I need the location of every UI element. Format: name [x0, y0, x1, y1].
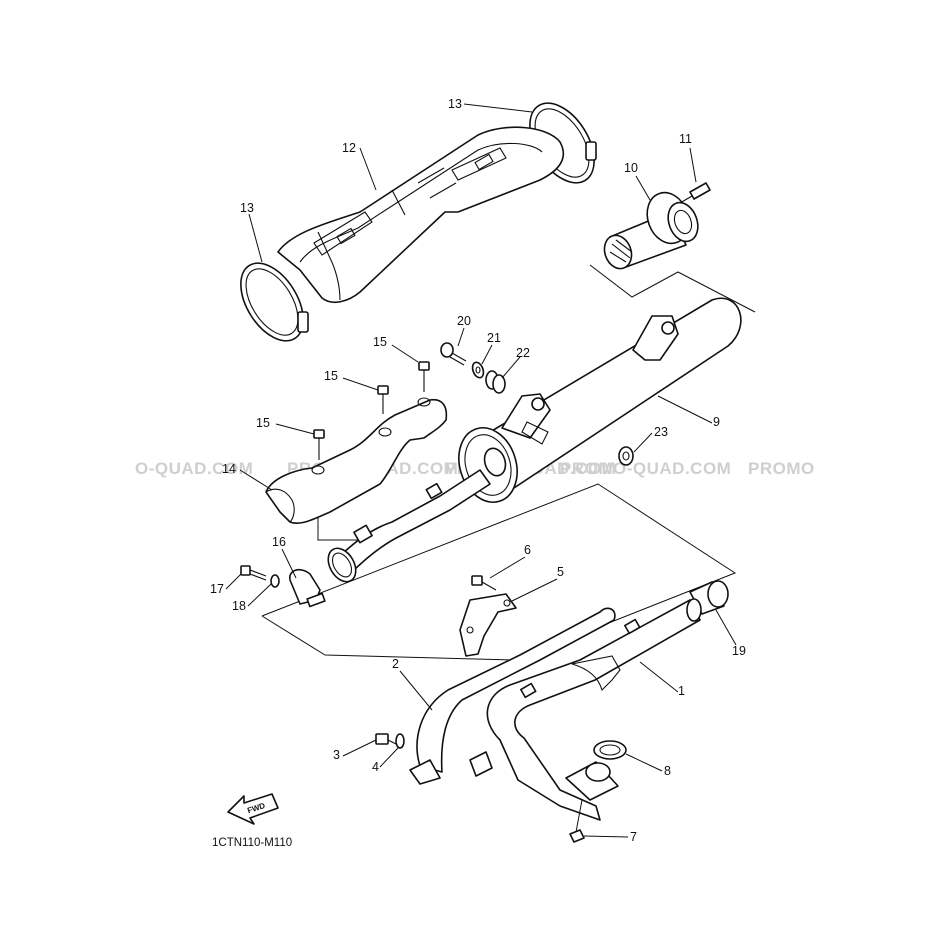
part-5-bracket: [459, 593, 517, 657]
callout-1: 1: [678, 684, 685, 698]
callout-12: 12: [342, 141, 356, 155]
part-15-bolt: [418, 361, 430, 392]
part-13-clamp-front: [240, 262, 309, 342]
part-11-bolt: [679, 182, 711, 204]
part-4-washer: [395, 733, 405, 749]
part-22-grommet: [485, 370, 506, 394]
callout-5: 5: [557, 565, 564, 579]
callout-15: 15: [373, 335, 387, 349]
watermark-text: PROMO-QUAD.COM: [560, 459, 731, 478]
leader-lines: [225, 103, 737, 838]
part-18-washer: [270, 574, 280, 588]
callout-9: 9: [713, 415, 720, 429]
callout-21: 21: [487, 331, 501, 345]
part-6-bolt: [471, 575, 497, 591]
part-12-heat-protector: [277, 126, 565, 304]
part-15-bolt: [377, 385, 389, 414]
part-14-cover: [265, 397, 448, 525]
diagram-code: 1CTN110-M110: [212, 837, 292, 849]
forward-arrow-icon: FWD: [227, 793, 279, 825]
part-15-bolt: [313, 429, 325, 460]
callout-11: 11: [679, 132, 692, 146]
callout-6: 6: [524, 543, 531, 557]
part-17-bolt: [240, 565, 267, 581]
callout-3: 3: [333, 748, 340, 762]
cover-frame: [317, 515, 370, 541]
callout-7: 7: [630, 830, 637, 844]
connector-pipe: [327, 469, 491, 583]
part-23-bolt: [618, 446, 634, 466]
callout-19: 19: [732, 644, 746, 658]
part-21-washer: [471, 361, 485, 379]
callout-14: 14: [222, 462, 236, 476]
part-7-nut: [569, 829, 585, 843]
callout-10: 10: [624, 161, 638, 175]
part-8-gasket: [593, 740, 627, 760]
part-1-exhaust-pipe: [486, 598, 702, 821]
callout-22: 22: [516, 346, 530, 360]
callout-13: 13: [240, 201, 254, 215]
assembly-frames: [261, 264, 756, 661]
part-2-protector: [409, 607, 616, 785]
callout-23: 23: [654, 425, 668, 439]
callout-17: 17: [210, 582, 224, 596]
callout-labels: 13 12 13 10 11 20 21 22 15 15 15 14 9 23…: [210, 97, 746, 844]
callout-4: 4: [372, 760, 379, 774]
part-16-clamp: [289, 568, 326, 608]
callout-16: 16: [272, 535, 286, 549]
part-10-tail-pipe: [603, 191, 699, 270]
part-3-bolt: [375, 733, 397, 745]
callout-2: 2: [392, 657, 399, 671]
lower-assembly-frame: [261, 483, 737, 661]
callout-18: 18: [232, 599, 246, 613]
part-9-muffler: [458, 297, 742, 503]
callout-20: 20: [457, 314, 471, 328]
tail-pipe-frame: [589, 264, 756, 313]
callout-8: 8: [664, 764, 671, 778]
watermark-text: O-QUAD.COM: [135, 459, 253, 478]
callout-15: 15: [324, 369, 338, 383]
callout-15: 15: [256, 416, 270, 430]
callout-13: 13: [448, 97, 462, 111]
exhaust-flange: [565, 761, 619, 801]
part-20-bolt: [440, 342, 467, 366]
watermark-text: PROMO: [748, 459, 815, 478]
